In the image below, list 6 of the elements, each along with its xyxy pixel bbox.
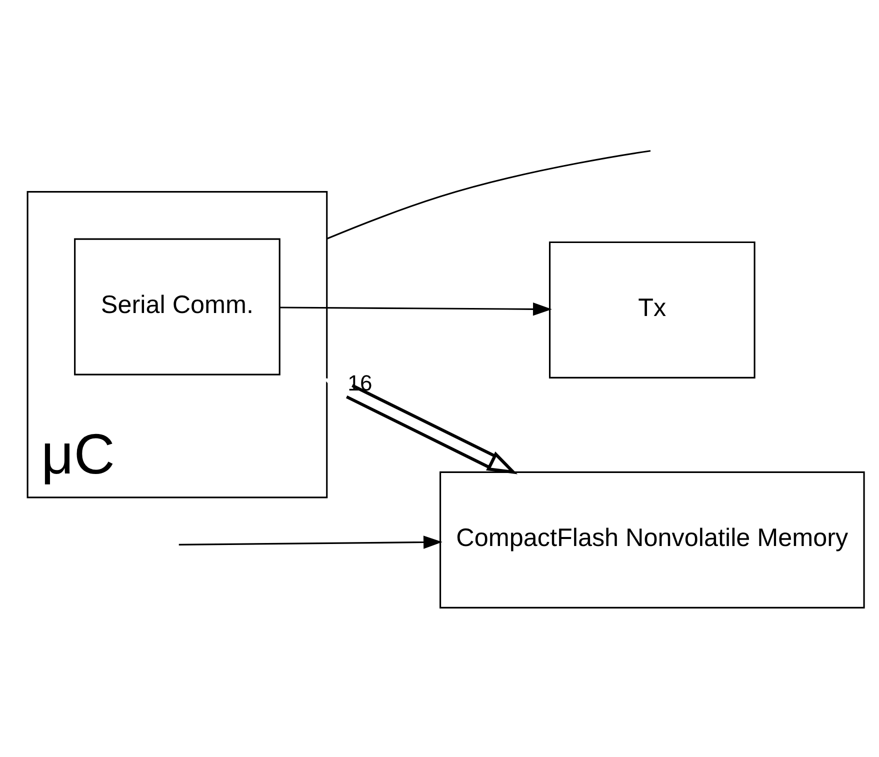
node-box: Tx <box>548 240 756 378</box>
arrow <box>280 302 552 316</box>
connector <box>326 150 651 240</box>
node-box: Serial Comm. <box>74 238 280 375</box>
node-box: CompactFlash Nonvolatile Memory <box>440 470 865 608</box>
arrow <box>178 535 442 548</box>
